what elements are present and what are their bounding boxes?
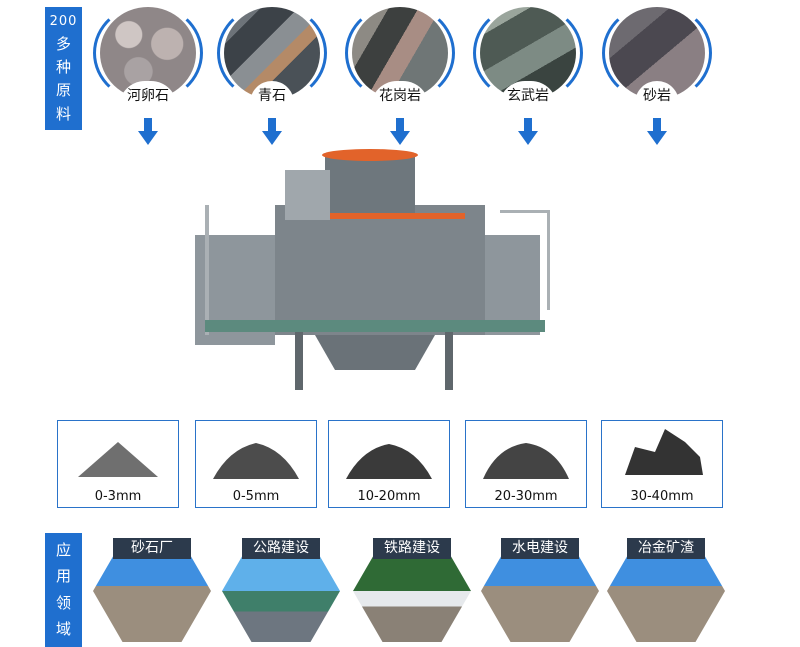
material-sandstone: 砂岩	[602, 3, 712, 107]
heading-char: 200	[49, 14, 78, 30]
ring-decoration	[473, 3, 583, 103]
material-basalt: 玄武岩	[473, 3, 583, 107]
ring-decoration	[602, 3, 712, 103]
heading-char: 用	[55, 567, 71, 586]
arrow-down-icon	[390, 118, 410, 146]
rock-pile-image	[625, 429, 703, 475]
product-label: 0-5mm	[232, 489, 280, 504]
gravel-pile-image	[346, 444, 432, 479]
applications-heading: 应 用 领 域	[45, 533, 82, 647]
heading-char: 域	[55, 620, 71, 639]
heading-char: 原	[55, 81, 71, 100]
heading-char: 种	[55, 57, 71, 76]
material-granite: 花岗岩	[345, 3, 455, 107]
arrow-down-icon	[518, 118, 538, 146]
product-20-30mm: 20-30mm	[465, 420, 587, 508]
material-bluestone: 青石	[217, 3, 327, 107]
sand-pile-image	[78, 442, 158, 477]
ring-decoration	[93, 3, 203, 103]
app-label: 水电建设	[501, 538, 579, 559]
gravel-pile-image	[483, 443, 569, 479]
arrow-down-icon	[262, 118, 282, 146]
ring-decoration	[345, 3, 455, 103]
product-10-20mm: 10-20mm	[328, 420, 450, 508]
heading-char: 料	[55, 104, 71, 123]
material-label: 青石	[250, 81, 294, 107]
arrow-down-icon	[138, 118, 158, 146]
heading-char: 多	[55, 34, 71, 53]
material-pebble: 河卵石	[93, 3, 203, 107]
ring-decoration	[217, 3, 327, 103]
arrow-down-icon	[647, 118, 667, 146]
heading-char: 应	[55, 540, 71, 559]
app-label: 公路建设	[242, 538, 320, 559]
product-0-3mm: 0-3mm	[57, 420, 179, 508]
app-label: 冶金矿渣	[627, 538, 705, 559]
product-label: 10-20mm	[357, 489, 421, 504]
raw-materials-heading: 200 多 种 原 料	[45, 7, 82, 130]
gravel-pile-image	[213, 443, 299, 479]
product-label: 0-3mm	[94, 489, 142, 504]
app-label: 铁路建设	[373, 538, 451, 559]
product-30-40mm: 30-40mm	[601, 420, 723, 508]
product-label: 30-40mm	[630, 489, 694, 504]
product-0-5mm: 0-5mm	[195, 420, 317, 508]
material-label: 花岗岩	[371, 81, 429, 107]
product-label: 20-30mm	[494, 489, 558, 504]
app-label: 砂石厂	[113, 538, 191, 559]
sand-making-machine-image	[195, 149, 550, 390]
heading-char: 领	[55, 593, 71, 612]
